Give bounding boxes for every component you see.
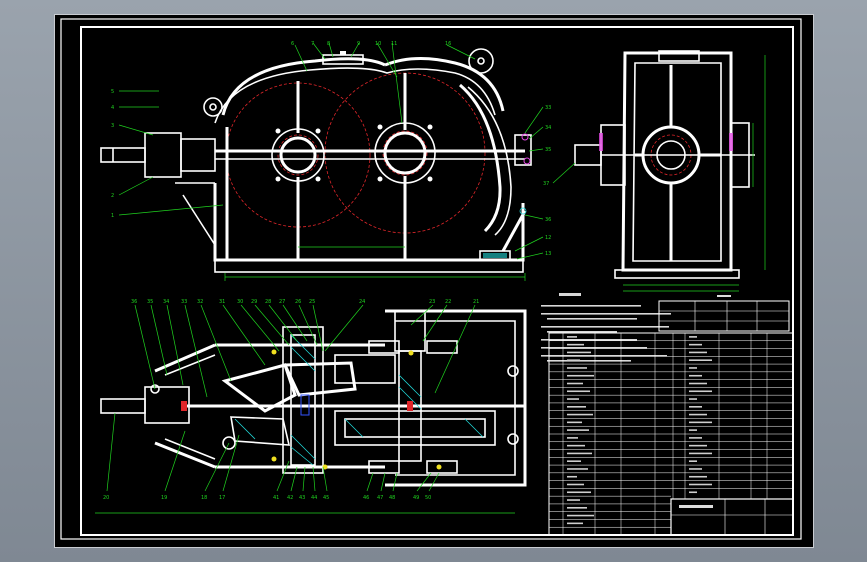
balloon-p48: 48 — [389, 495, 395, 501]
housing-cover-left — [221, 57, 386, 116]
balloon-p23: 23 — [429, 299, 435, 305]
balloon-p31: 31 — [219, 299, 225, 305]
lifting-lug — [468, 48, 494, 74]
balloon-p33: 33 — [181, 299, 187, 305]
plan-balloons-bottom: 20 19 18 17 41 42 43 44 45 46 47 48 49 5… — [103, 495, 431, 501]
balloon-p21: 21 — [473, 299, 479, 305]
balloon-13: 13 — [545, 251, 551, 257]
housing-rib-arc — [459, 83, 502, 233]
side-base — [614, 269, 740, 279]
balloon-7: 7 — [311, 41, 314, 47]
balloon-9: 9 — [357, 41, 360, 47]
balloon-p29: 29 — [251, 299, 257, 305]
balloon-11: 11 — [391, 41, 397, 47]
technical-requirements — [541, 293, 671, 362]
balloon-p45: 45 — [323, 495, 329, 501]
outer-frame — [60, 18, 802, 540]
balloon-p46: 46 — [363, 495, 369, 501]
spec-table — [658, 295, 790, 332]
balloon-p28: 28 — [265, 299, 271, 305]
balloon-5: 5 — [111, 89, 114, 95]
balloon-1: 1 — [111, 213, 114, 219]
side-housing — [621, 51, 733, 272]
balloon-8: 8 — [327, 41, 330, 47]
balloon-p24: 24 — [359, 299, 365, 305]
balloon-p34: 34 — [163, 299, 169, 305]
bevel-pinion — [221, 363, 297, 413]
plan-input-shaft — [100, 398, 146, 414]
bearing-boss-1 — [271, 128, 325, 182]
bevel-gear — [282, 361, 357, 397]
balloon-p30: 30 — [237, 299, 243, 305]
front-view: 6 7 8 9 10 11 16 5 4 3 2 1 33 34 35 36 1… — [100, 41, 551, 281]
balloon-p22: 22 — [445, 299, 451, 305]
oil-dipstick — [501, 210, 527, 252]
cad-drawing: 6 7 8 9 10 11 16 5 4 3 2 1 33 34 35 36 1… — [60, 18, 802, 540]
balloon-p47: 47 — [377, 495, 383, 501]
side-shaft-end — [574, 144, 602, 166]
balloon-p27: 27 — [279, 299, 285, 305]
plan-housing-right — [385, 309, 527, 487]
bearing-cap-left — [144, 132, 182, 178]
blue-marker — [300, 394, 310, 416]
parts-list — [548, 332, 794, 536]
output-gear — [334, 410, 496, 446]
balloon-33: 33 — [545, 105, 551, 111]
balloon-p17: 17 — [219, 495, 225, 501]
balloon-12: 12 — [545, 235, 551, 241]
balloon-16: 16 — [445, 41, 451, 47]
balloon-36: 36 — [545, 217, 551, 223]
drawing-border — [80, 26, 794, 536]
balloon-6: 6 — [291, 41, 294, 47]
balloon-3: 3 — [111, 123, 114, 129]
balloon-p32: 32 — [197, 299, 203, 305]
balloon-2: 2 — [111, 193, 114, 199]
balloon-p20: 20 — [103, 495, 109, 501]
balloon-4: 4 — [111, 105, 114, 111]
balloon-37: 37 — [543, 181, 549, 187]
balloon-p19: 19 — [161, 495, 167, 501]
input-shaft — [100, 147, 146, 163]
balloon-35: 35 — [545, 147, 551, 153]
balloon-p49: 49 — [413, 495, 419, 501]
balloon-p25: 25 — [309, 299, 315, 305]
base-flange — [214, 259, 524, 273]
balloon-34: 34 — [545, 125, 551, 131]
balloon-10: 10 — [375, 41, 381, 47]
plan-balloons-top: 36 35 34 33 32 31 30 29 28 27 26 25 24 2… — [131, 299, 479, 305]
title-block — [670, 498, 794, 536]
center-mark — [271, 349, 277, 355]
balloon-p43: 43 — [299, 495, 305, 501]
drawing-sheet: 6 7 8 9 10 11 16 5 4 3 2 1 33 34 35 36 1… — [54, 14, 814, 548]
balloon-p50: 50 — [425, 495, 431, 501]
bearing-boss-2 — [374, 122, 436, 184]
housing-base — [213, 183, 525, 262]
balloon-p42: 42 — [287, 495, 293, 501]
balloon-p44: 44 — [311, 495, 317, 501]
balloon-p35: 35 — [147, 299, 153, 305]
balloon-p26: 26 — [295, 299, 301, 305]
side-view: 37 — [543, 50, 766, 292]
plan-section: 36 35 34 33 32 31 30 29 28 27 26 25 24 2… — [95, 299, 527, 514]
balloon-p41: 41 — [273, 495, 279, 501]
balloon-p18: 18 — [201, 495, 207, 501]
balloon-p36: 36 — [131, 299, 137, 305]
intermediate-shaft-gear — [282, 326, 324, 474]
